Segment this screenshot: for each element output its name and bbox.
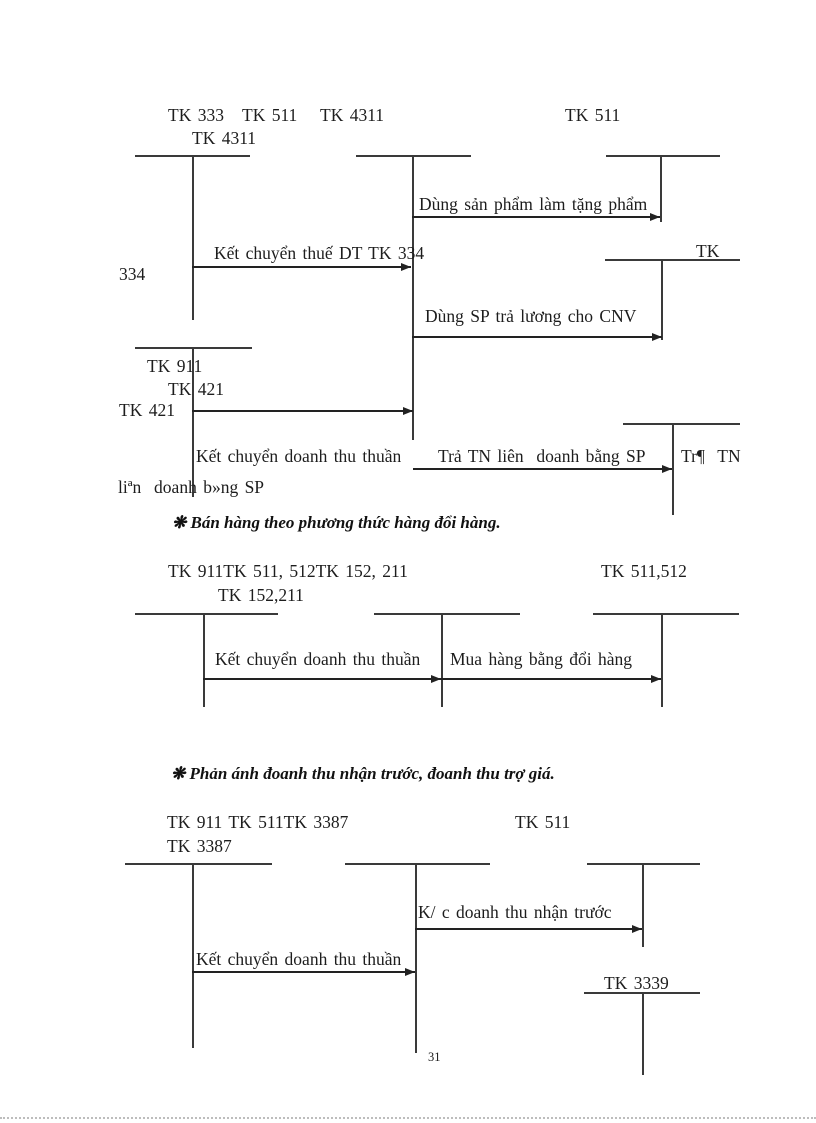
flow-arrow	[415, 928, 642, 930]
account-header: TK 333	[168, 105, 224, 125]
flow-arrow	[412, 336, 662, 338]
t-account-topline	[356, 155, 471, 157]
account-header: TK 511	[242, 105, 298, 125]
t-account-topline	[135, 613, 278, 615]
flow-label: Kết chuyển doanh thu thuần	[196, 446, 402, 466]
flow-arrow	[192, 266, 411, 268]
t-account-topline	[374, 613, 520, 615]
flow-arrow	[192, 410, 413, 412]
account-header: TK 4311	[192, 128, 257, 148]
account-stem	[203, 613, 205, 707]
account-header: TK 511	[565, 105, 621, 125]
page-number: 31	[428, 1050, 441, 1064]
t-account-topline	[593, 613, 739, 615]
t-account-topline	[135, 347, 252, 349]
account-header: 334	[119, 264, 146, 284]
t-account-topline	[125, 863, 272, 865]
flow-arrow	[203, 678, 441, 680]
account-header: TK 421	[119, 400, 175, 420]
flow-label: Mua hàng bằng đổi hàng	[450, 649, 632, 669]
t-account-topline	[606, 155, 720, 157]
page-bottom-divider	[0, 1117, 816, 1119]
account-header: TK 3387	[167, 836, 232, 856]
flow-label: Kết chuyển thuế DT TK 334	[214, 243, 425, 263]
account-header: TK 911TK 511, 512TK 152, 211	[168, 561, 408, 581]
flow-label: K/ c doanh thu nhận trước	[418, 902, 612, 922]
account-header: TK 511	[515, 812, 571, 832]
flow-label: liªn doanh b»ng SP	[118, 477, 265, 497]
flow-label: Dùng sản phẩm làm tặng phẩm	[419, 194, 648, 214]
account-stem	[660, 155, 662, 222]
flow-label: Trả TN liên doanh bằng SP	[438, 446, 646, 466]
account-stem	[192, 863, 194, 1048]
t-account-topline	[587, 863, 700, 865]
account-stem	[412, 155, 414, 440]
account-header: TK 911	[147, 356, 203, 376]
account-stem	[672, 423, 674, 515]
flow-arrow	[412, 216, 660, 218]
account-header: TK 152,211	[218, 585, 304, 605]
account-header: TK 421	[168, 379, 224, 399]
flow-label: Dùng SP trả lương cho CNV	[425, 306, 637, 326]
account-header: TK 511,512	[601, 561, 687, 581]
account-stem	[642, 863, 644, 947]
account-header: TK 3339	[604, 973, 669, 993]
flow-label: Kết chuyển doanh thu thuần	[215, 649, 421, 669]
account-stem	[192, 347, 194, 497]
account-stem	[642, 992, 644, 1075]
account-stem	[661, 259, 663, 340]
account-stem	[661, 613, 663, 707]
t-account-topline	[345, 863, 490, 865]
section-heading: ❋ Bán hàng theo phương thức hàng đổi hàn…	[172, 513, 501, 532]
account-header: TK	[696, 241, 720, 261]
account-stem	[441, 613, 443, 707]
t-account-topline	[623, 423, 740, 425]
t-account-topline	[605, 259, 740, 261]
section-heading: ❋ Phản ánh đoanh thu nhận trước, đoanh t…	[171, 764, 555, 783]
flow-arrow	[192, 971, 415, 973]
flow-label: Kết chuyển doanh thu thuần	[196, 949, 402, 969]
account-header: TK 911 TK 511TK 3387	[167, 812, 349, 832]
flow-label: Tr¶ TN	[681, 446, 741, 466]
account-stem	[415, 863, 417, 1053]
flow-arrow	[441, 678, 661, 680]
account-stem	[192, 155, 194, 320]
flow-arrow	[413, 468, 672, 470]
account-header: TK 4311	[320, 105, 385, 125]
